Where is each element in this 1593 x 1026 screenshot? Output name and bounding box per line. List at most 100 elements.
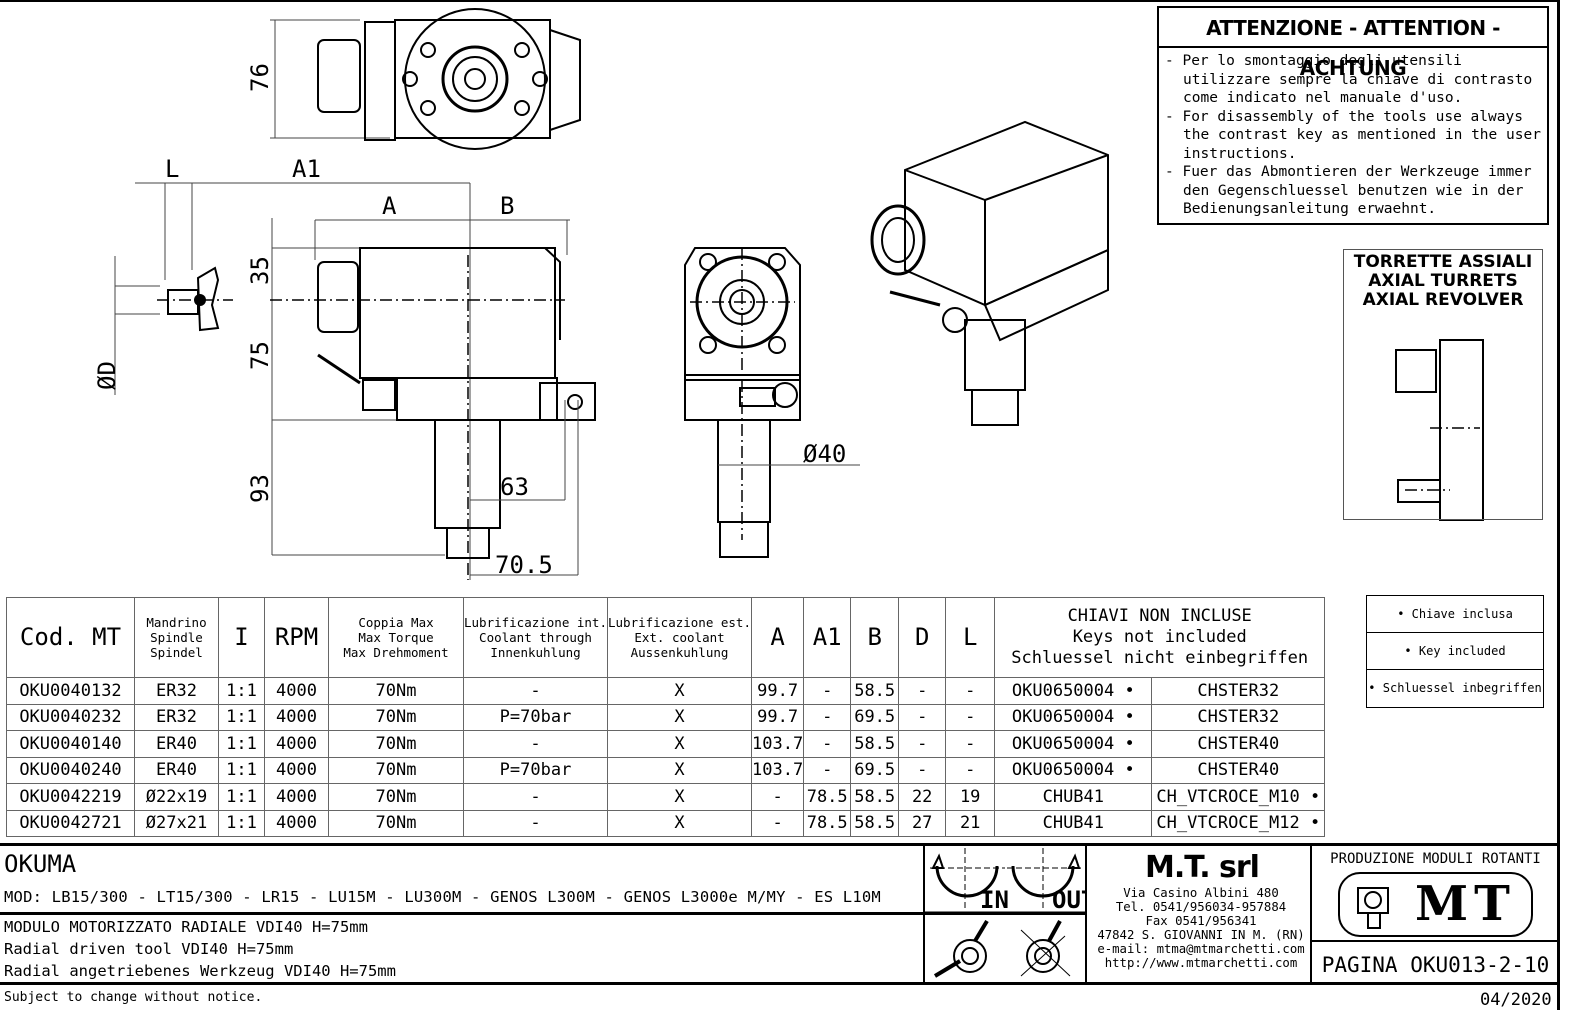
cell-B: 69.5 [850,703,900,731]
dim-L: L [165,155,179,183]
cell-D: 27 [898,809,947,837]
cell-spindle: Ø22x19 [134,783,219,811]
cell-B: 58.5 [850,677,900,705]
cell-A: 99.7 [750,703,805,731]
cell-L: - [945,703,996,731]
cell-cext: X [607,703,752,731]
cell-torque: 70Nm [328,677,464,705]
cell-cext: X [607,809,752,837]
cell-ratio: 1:1 [218,783,265,811]
page-number: PAGINA OKU013-2-10 [1321,953,1550,977]
wrench-wrong-icon [1020,920,1071,977]
cell-cint: - [463,677,608,705]
cell-A1: - [803,677,852,705]
rotation-icons: IN OUT [925,848,1085,978]
cell-A: 103.7 [750,730,805,758]
cell-torque: 70Nm [328,809,464,837]
dim-35: 35 [246,256,274,285]
axial-title-it: TORRETTE ASSIALI [1353,252,1533,272]
cell-torque: 70Nm [328,756,464,784]
cell-rpm: 4000 [264,677,329,705]
cell-cod: OKU0040240 [6,756,135,784]
cell-A1: - [803,703,852,731]
company-name: M.T. srl [1145,850,1260,885]
description-it: MODULO MOTORIZZATO RADIALE VDI40 H=75mm [4,918,368,936]
cell-torque: 70Nm [328,783,464,811]
rotary-module-icon [1357,887,1389,929]
cell-key1: CHUB41 [994,783,1153,811]
cell-A: - [750,783,805,811]
header-A1: A1 [803,597,852,678]
cell-key2: CH_VTCROCE_M10 • [1151,783,1326,811]
dim-75: 75 [246,341,274,370]
warning-title: ATTENZIONE - ATTENTION - ACHTUNG [1159,8,1547,80]
titleblock-vline-1 [923,845,925,983]
wrench-correct-icon [933,919,989,978]
cell-key2: CHSTER40 [1151,730,1326,758]
cell-A: - [750,809,805,837]
dim-93: 93 [246,474,274,503]
top-view: 76 [246,8,581,150]
cell-cext: X [607,677,752,705]
dim-D: ØD [93,361,121,390]
legend-de: • Schluessel inbegriffen [1368,681,1542,695]
cell-L: - [945,756,996,784]
cell-key2: CHSTER40 [1151,756,1326,784]
header-A: A [750,597,805,678]
cell-B: 58.5 [850,809,900,837]
cell-L: 19 [945,783,996,811]
header-B: B [850,597,900,678]
rotation-out-icon: OUT [1007,848,1085,914]
cell-cext: X [607,783,752,811]
cell-cod: OKU0042219 [6,783,135,811]
cell-cint: P=70bar [463,703,608,731]
cell-D: 22 [898,783,947,811]
front-view: Ø40 [684,247,860,558]
cell-L: - [945,677,996,705]
cell-B: 58.5 [850,783,900,811]
cell-A: 103.7 [750,756,805,784]
axial-turret-drawing [1395,339,1484,521]
cell-cext: X [607,756,752,784]
cell-key1: OKU0650004 • [994,677,1153,705]
cell-ratio: 1:1 [218,809,265,837]
cell-A1: - [803,756,852,784]
axial-title-de: AXIAL REVOLVER [1362,290,1524,310]
disclaimer: Subject to change without notice. [4,990,263,1005]
cell-cod: OKU0040132 [6,677,135,705]
cell-rpm: 4000 [264,756,329,784]
cell-L: - [945,730,996,758]
cell-cint: - [463,783,608,811]
cell-B: 69.5 [850,756,900,784]
cell-ratio: 1:1 [218,677,265,705]
key-legend: • Chiave inclusa • Key included • Schlue… [1366,595,1544,708]
rotation-in-icon: IN [930,848,1009,914]
svg-text:IN: IN [980,886,1009,914]
cell-key1: OKU0650004 • [994,703,1153,731]
warning-item-en: - For disassembly of the tools use alway… [1165,108,1541,162]
titleblock-border-bottom [0,982,1560,985]
revision-date: 04/2020 [1480,990,1552,1010]
description-en: Radial driven tool VDI40 H=75mm [4,940,294,958]
warning-box: ATTENZIONE - ATTENTION - ACHTUNG - Per l… [1157,6,1549,225]
cell-A1: 78.5 [803,809,852,837]
header-D: D [898,597,947,678]
cell-spindle: ER32 [134,703,219,731]
legend-en: • Key included [1367,633,1543,670]
cell-torque: 70Nm [328,730,464,758]
svg-text:OUT: OUT [1052,886,1085,914]
company-website: http://www.mtmarchetti.com [1104,956,1298,970]
header-L: L [945,597,996,678]
titleblock-vline-3 [1310,845,1312,983]
cell-cint: - [463,809,608,837]
dim-70-5: 70.5 [495,551,553,579]
company-address: Via Casino Albini 480 Tel. 0541/956034-9… [1090,886,1312,970]
dim-76: 76 [246,63,274,92]
